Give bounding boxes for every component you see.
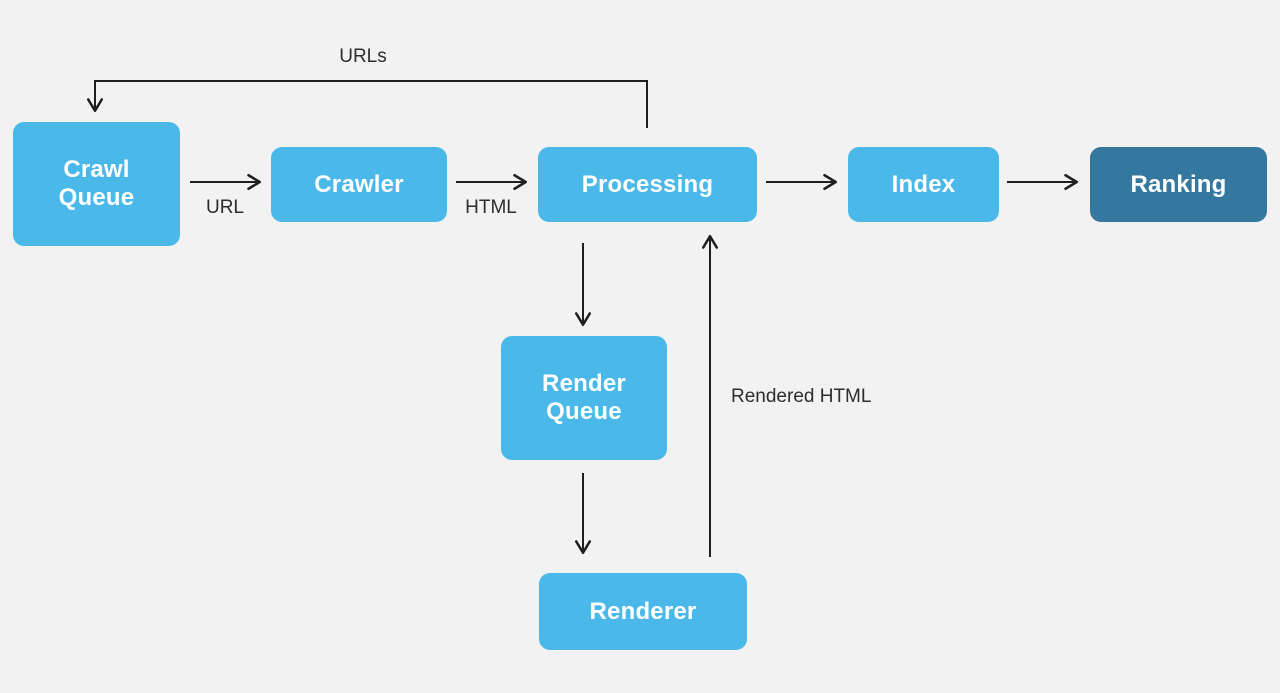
node-processing[interactable]: Processing	[538, 147, 757, 222]
node-crawler[interactable]: Crawler	[271, 147, 447, 222]
node-index[interactable]: Index	[848, 147, 999, 222]
node-ranking[interactable]: Ranking	[1090, 147, 1267, 222]
node-crawl-queue[interactable]: Crawl Queue	[13, 122, 180, 246]
node-renderer[interactable]: Renderer	[539, 573, 747, 650]
edge-label-urls: URLs	[339, 46, 387, 67]
edge-label-html: HTML	[465, 197, 517, 218]
edge-label-rendered-html: Rendered HTML	[731, 386, 872, 407]
edge-processing-to-crawl-queue	[86, 80, 648, 128]
edge-label-url: URL	[205, 197, 244, 218]
node-render-queue[interactable]: Render Queue	[501, 336, 667, 460]
